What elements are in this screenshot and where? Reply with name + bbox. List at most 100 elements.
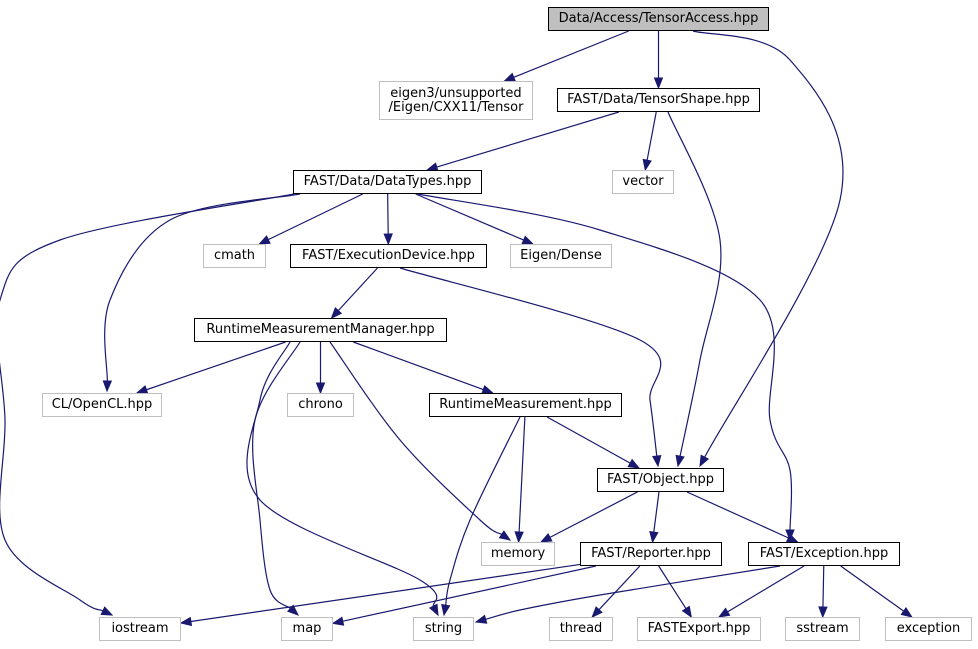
edge-rtm-to-memory [518, 416, 526, 533]
edge-exception-to-fastexport-arrowhead [717, 607, 731, 618]
edge-exception-to-exception_std [840, 565, 905, 612]
node-label: FAST/ExecutionDevice.hpp [302, 248, 475, 263]
node-rtmm[interactable]: RuntimeMeasurementManager.hpp [194, 318, 447, 342]
edge-reporter-to-fastexport [658, 565, 687, 609]
node-thread: thread [549, 617, 613, 641]
node-label: eigen3/unsupported [390, 85, 522, 101]
node-vector: vector [612, 170, 674, 194]
edge-rtmm-to-chrono-arrowhead [315, 382, 326, 395]
node-label: thread [559, 621, 603, 636]
node-label: iostream [111, 621, 169, 636]
node-label: FAST/Exception.hpp [759, 546, 889, 561]
edge-tensoraccess-to-tensorshape-arrowhead [653, 77, 664, 90]
edge-rtmm-to-memory [329, 341, 503, 535]
node-exception_std: exception [885, 617, 972, 641]
node-label: FAST/Reporter.hpp [591, 546, 711, 561]
edge-object-to-exception-arrowhead [785, 533, 799, 543]
edge-rtmm-to-opencl [146, 341, 286, 391]
edge-tensorshape-to-vector [646, 111, 657, 161]
edge-rtmm-to-string-arrowhead [428, 603, 439, 617]
edge-reporter-to-thread [598, 565, 641, 611]
node-label: Data/Access/TensorAccess.hpp [558, 11, 759, 26]
edge-object-to-memory [549, 491, 638, 538]
edge-tensoraccess-to-eigen_tensor [513, 30, 629, 78]
edge-rtmm-to-memory-arrowhead [498, 530, 512, 541]
node-fastexport: FASTExport.hpp [637, 617, 761, 641]
edge-datatypes-to-opencl-arrowhead [102, 380, 113, 393]
node-label: chrono [298, 397, 343, 412]
edge-executiondevice-to-rtmm-arrowhead [330, 307, 343, 319]
node-label: FAST/Data/DataTypes.hpp [303, 174, 472, 189]
node-label: Eigen/Dense [520, 248, 602, 263]
edge-object-to-reporter [653, 491, 660, 533]
edge-reporter-to-thread-arrowhead [591, 606, 603, 618]
node-sstream: sstream [785, 617, 860, 641]
edge-executiondevice-to-rtmm [337, 267, 378, 312]
edge-datatypes-to-iostream-arrowhead [100, 606, 114, 616]
edge-tensorshape-to-datatypes [436, 111, 620, 168]
edge-tensoraccess-to-object [692, 30, 844, 458]
node-memory: memory [481, 542, 555, 566]
node-iostream: iostream [99, 617, 181, 641]
node-label: RuntimeMeasurement.hpp [439, 397, 612, 412]
edge-rtmm-to-string [246, 341, 438, 607]
edge-reporter-to-map-arrowhead [331, 616, 345, 626]
edge-datatypes-to-eigendense-arrowhead [521, 235, 535, 245]
node-rtm[interactable]: RuntimeMeasurement.hpp [429, 393, 622, 417]
edge-tensorshape-to-vector-arrowhead [642, 158, 652, 172]
edge-rtm-to-string [445, 416, 521, 606]
edge-datatypes-to-exception [417, 193, 793, 531]
node-executiondevice[interactable]: FAST/ExecutionDevice.hpp [290, 244, 487, 268]
node-label: vector [622, 174, 664, 189]
node-exception[interactable]: FAST/Exception.hpp [748, 542, 900, 566]
node-label: sstream [796, 621, 849, 636]
node-label: cmath [213, 248, 256, 263]
edge-object-to-exception [686, 491, 789, 539]
node-eigendense: Eigen/Dense [510, 244, 612, 268]
edge-rtm-to-object-arrowhead [627, 458, 641, 469]
node-label: memory [490, 546, 546, 561]
edge-executiondevice-to-object [399, 267, 662, 457]
edge-reporter-to-map [342, 565, 597, 622]
edge-rtmm-to-map [252, 341, 301, 609]
edge-object-to-reporter-arrowhead [649, 530, 659, 544]
node-tensoraccess: Data/Access/TensorAccess.hpp [548, 7, 769, 31]
edge-datatypes-to-executiondevice-arrowhead [383, 233, 393, 246]
node-datatypes[interactable]: FAST/Data/DataTypes.hpp [293, 170, 482, 194]
edge-reporter-to-iostream [190, 563, 581, 623]
node-label: CL/OpenCL.hpp [51, 397, 153, 412]
node-chrono: chrono [287, 393, 354, 417]
edge-exception-to-sstream-arrowhead [818, 606, 828, 619]
node-label: FASTExport.hpp [647, 621, 751, 636]
edge-tensoraccess-to-object-arrowhead [699, 454, 710, 468]
node-reporter[interactable]: FAST/Reporter.hpp [580, 542, 722, 566]
edge-exception-to-exception_std-arrowhead [900, 607, 913, 618]
node-tensorshape[interactable]: FAST/Data/TensorShape.hpp [557, 88, 760, 112]
node-eigen_tensor: eigen3/unsupported/Eigen/CXX11/Tensor [379, 81, 533, 120]
node-label: FAST/Data/TensorShape.hpp [567, 92, 750, 107]
edge-tensoraccess-to-eigen_tensor-arrowhead [503, 72, 516, 82]
edge-datatypes-to-cmath-arrowhead [258, 235, 271, 245]
edge-exception-to-sstream [822, 565, 825, 608]
edge-datatypes-to-eigendense [415, 193, 524, 241]
node-opencl: CL/OpenCL.hpp [42, 393, 162, 417]
edge-datatypes-to-cmath [268, 193, 363, 241]
node-label: exception [896, 621, 961, 636]
edge-datatypes-to-iostream [0, 193, 295, 612]
node-object[interactable]: FAST/Object.hpp [597, 468, 724, 492]
edge-rtm-to-memory-arrowhead [514, 531, 524, 544]
node-cmath: cmath [203, 244, 266, 268]
node-label: string [424, 621, 463, 636]
node-label: RuntimeMeasurementManager.hpp [206, 322, 435, 337]
edge-datatypes-to-opencl [104, 193, 301, 382]
edge-executiondevice-to-object-arrowhead [652, 455, 662, 468]
edge-exception-to-string-arrowhead [474, 614, 488, 624]
node-label: /Eigen/CXX11/Tensor [388, 99, 524, 115]
edge-object-to-memory-arrowhead [539, 532, 553, 543]
node-label: FAST/Object.hpp [607, 472, 714, 487]
edge-reporter-to-fastexport-arrowhead [681, 605, 693, 619]
edge-rtm-to-object [546, 416, 631, 464]
edge-rtmm-to-map-arrowhead [287, 604, 300, 616]
